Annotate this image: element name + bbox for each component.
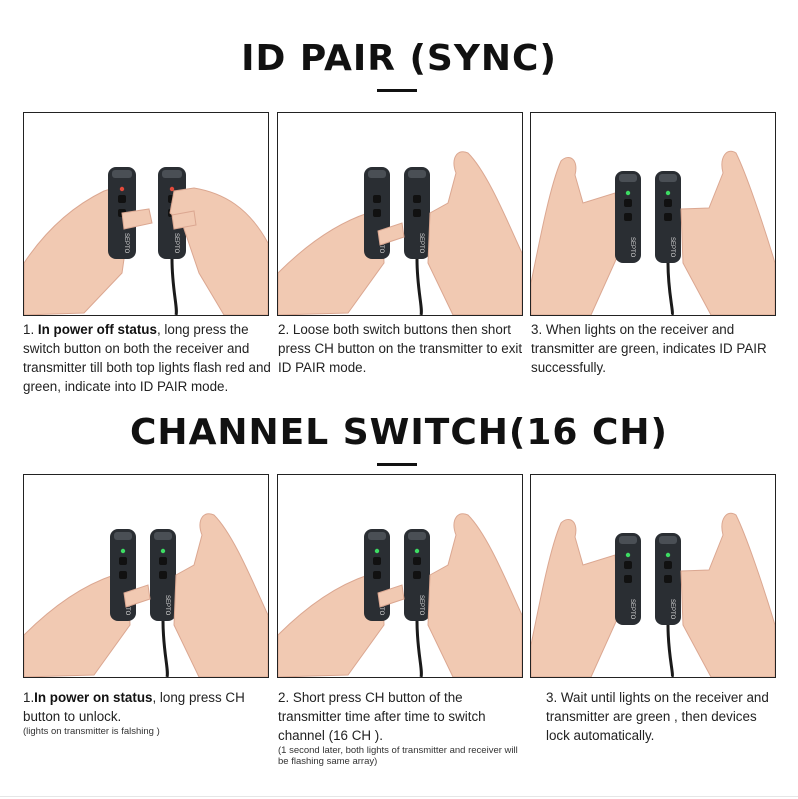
device-icon: SEPTO — [364, 529, 390, 621]
caption-step-1-id-pair: 1. In power off status, long press the s… — [23, 322, 271, 394]
cable — [170, 258, 178, 315]
photo-step-1-channel-switch: SEPTO SEPTO — [23, 474, 269, 678]
led-indicator — [665, 552, 671, 558]
device-label: SEPTO — [164, 595, 170, 616]
left-hand — [531, 157, 620, 315]
led-indicator — [169, 186, 175, 192]
device-icon: SEPTO — [110, 529, 136, 621]
right-hand — [427, 513, 522, 677]
device-icon: SEPTO — [158, 167, 186, 315]
device-label: SEPTO — [669, 599, 675, 620]
cable — [415, 258, 423, 315]
photo-step-3-channel-switch: SEPTO SEPTO — [530, 474, 776, 678]
device-icon: SEPTO — [364, 167, 390, 259]
cable — [666, 262, 674, 315]
device-label: SEPTO — [418, 595, 424, 616]
photo-step-2-channel-switch: SEPTO SEPTO — [277, 474, 523, 678]
device-label: SEPTO — [669, 237, 675, 258]
note-step-1: (lights on transmitter is falshing ) — [23, 726, 160, 737]
photo-step-1-id-pair: SEPTO SEPTO — [23, 112, 269, 316]
right-thumb — [171, 210, 197, 230]
led-indicator — [119, 186, 125, 192]
device-icon: SEPTO — [150, 529, 176, 677]
device-icon: SEPTO — [655, 533, 681, 677]
device-icon: SEPTO — [615, 171, 641, 263]
caption-step-1-channel-switch: 1.In power on status, long press CH butt… — [23, 688, 271, 737]
bottom-divider — [0, 796, 798, 797]
right-hand — [680, 150, 775, 315]
left-hand — [278, 210, 385, 315]
title-underline — [377, 463, 417, 466]
left-thumb — [377, 584, 405, 608]
device-icon: SEPTO — [615, 533, 641, 625]
left-thumb — [123, 584, 151, 608]
left-hand — [278, 572, 385, 677]
right-hand — [427, 151, 522, 315]
led-indicator — [374, 548, 380, 554]
led-indicator — [625, 552, 631, 558]
photo-step-3-id-pair: SEPTO SEPTO — [530, 112, 776, 316]
title-underline — [377, 89, 417, 92]
right-hand — [173, 513, 268, 677]
cable — [161, 620, 169, 677]
note-step-2: (1 second later, both lights of transmit… — [278, 745, 518, 767]
led-indicator — [160, 548, 166, 554]
device-label: SEPTO — [418, 233, 424, 254]
right-hand — [680, 512, 775, 677]
caption-step-3-channel-switch: 3. Wait until lights on the receiver and… — [546, 690, 769, 743]
caption-step-2-channel-switch: 2. Short press CH button of the transmit… — [278, 690, 518, 767]
device-icon: SEPTO — [655, 171, 681, 315]
left-thumb — [377, 222, 405, 246]
cable — [415, 620, 423, 677]
photo-step-2-id-pair: SEPTO SEPTO — [277, 112, 523, 316]
caption-step-2-id-pair: 2. Loose both switch buttons then short … — [278, 322, 523, 375]
caption-step-3-id-pair: 3. When lights on the receiver and trans… — [531, 322, 767, 375]
device-label: SEPTO — [629, 237, 635, 258]
left-thumb — [121, 208, 153, 230]
led-indicator — [414, 548, 420, 554]
cable — [666, 624, 674, 677]
led-indicator — [625, 190, 631, 196]
device-label: SEPTO — [123, 233, 129, 254]
led-indicator — [120, 548, 126, 554]
device-label: SEPTO — [173, 233, 179, 254]
section-title-id-pair: ID PAIR (SYNC) — [241, 38, 557, 79]
section-title-channel-switch: CHANNEL SWITCH(16 CH) — [130, 412, 668, 453]
device-label: SEPTO — [629, 599, 635, 620]
device-icon: SEPTO — [404, 167, 430, 315]
led-indicator — [665, 190, 671, 196]
left-hand — [24, 184, 133, 315]
left-hand — [24, 572, 131, 677]
left-hand — [531, 519, 620, 677]
device-icon: SEPTO — [404, 529, 430, 677]
